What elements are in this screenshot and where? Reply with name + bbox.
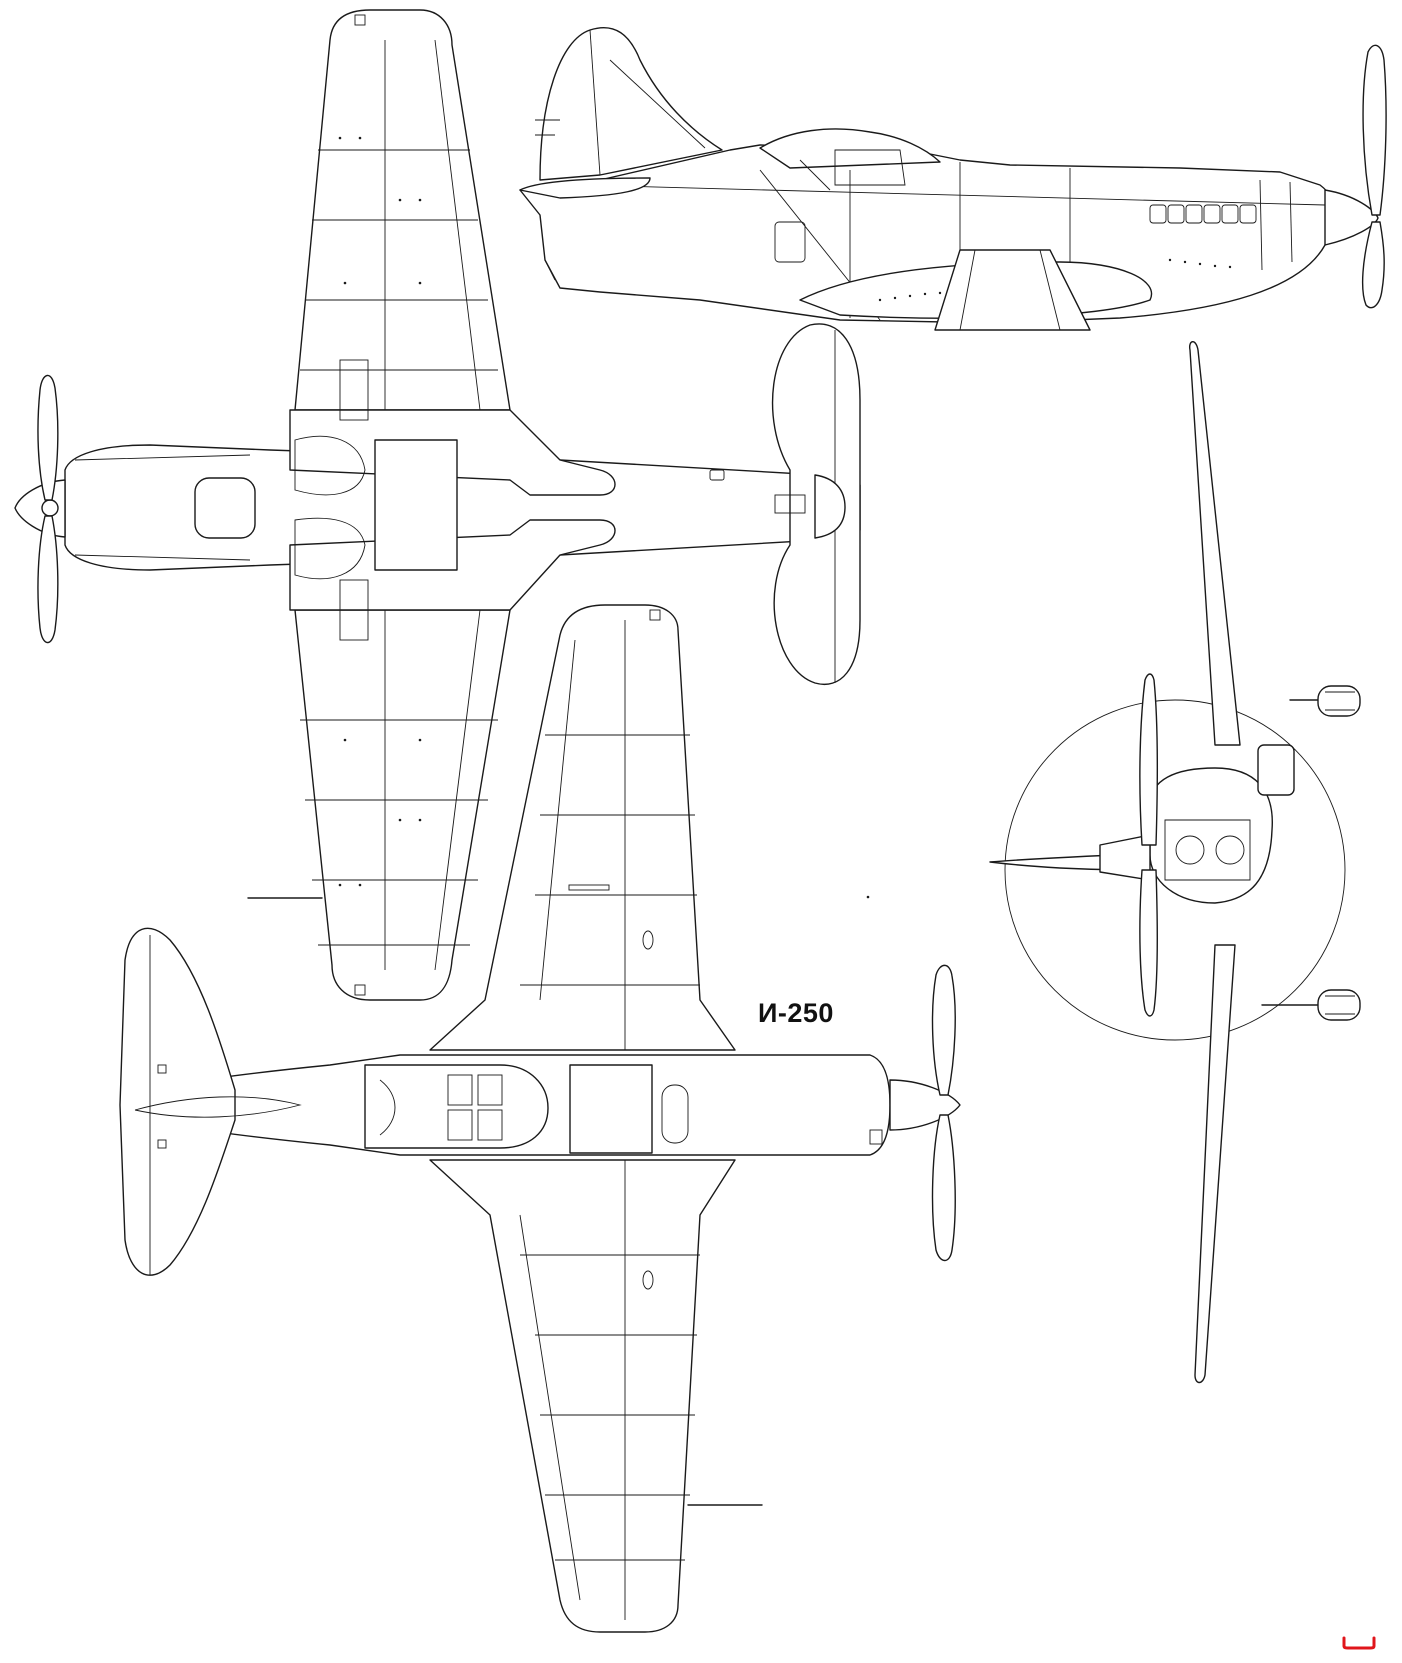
front-fuselage bbox=[1149, 767, 1273, 904]
side-stabilizer bbox=[519, 177, 651, 199]
top-view bbox=[14, 9, 861, 1001]
top-propeller-upper bbox=[37, 374, 59, 501]
front-propeller-blade bbox=[1139, 673, 1159, 846]
aircraft-designation: И-250 bbox=[758, 998, 834, 1028]
side-spinner bbox=[1324, 189, 1379, 246]
front-wing-lower bbox=[1194, 944, 1236, 1384]
top-elevator-fairing bbox=[814, 474, 846, 539]
corner-mark-icon bbox=[1342, 1636, 1376, 1650]
side-exhaust-stacks bbox=[1149, 204, 1257, 224]
top-access-panel bbox=[374, 439, 458, 571]
bottom-view bbox=[119, 604, 961, 1633]
front-landing-gear-upper bbox=[1289, 685, 1361, 717]
side-fin bbox=[539, 26, 723, 181]
side-view bbox=[519, 26, 1387, 331]
side-propeller-upper bbox=[1362, 44, 1387, 216]
side-propeller-lower bbox=[1361, 221, 1385, 309]
top-propeller-lower bbox=[37, 515, 59, 644]
bottom-wing-lower bbox=[429, 1159, 736, 1633]
side-rivets bbox=[878, 258, 1232, 302]
bottom-propeller-upper bbox=[931, 964, 956, 1096]
bottom-horizontal-tail bbox=[119, 927, 236, 1276]
side-radiator bbox=[934, 249, 1091, 331]
top-wing-upper bbox=[294, 9, 511, 411]
top-wing-lower bbox=[294, 609, 511, 1001]
front-landing-gear-lower bbox=[1261, 989, 1361, 1021]
top-rivets bbox=[338, 136, 422, 887]
bottom-cockpit bbox=[364, 1064, 549, 1149]
top-canopy bbox=[194, 477, 256, 539]
bottom-access-panel bbox=[569, 1064, 653, 1154]
front-propeller-disc bbox=[1004, 699, 1346, 1041]
front-wing-upper bbox=[1188, 341, 1241, 746]
front-canopy bbox=[1257, 744, 1295, 796]
bottom-wing-upper bbox=[429, 604, 736, 1051]
front-view bbox=[989, 341, 1361, 1384]
bottom-propeller-lower bbox=[931, 1114, 956, 1262]
side-canopy bbox=[759, 128, 941, 169]
